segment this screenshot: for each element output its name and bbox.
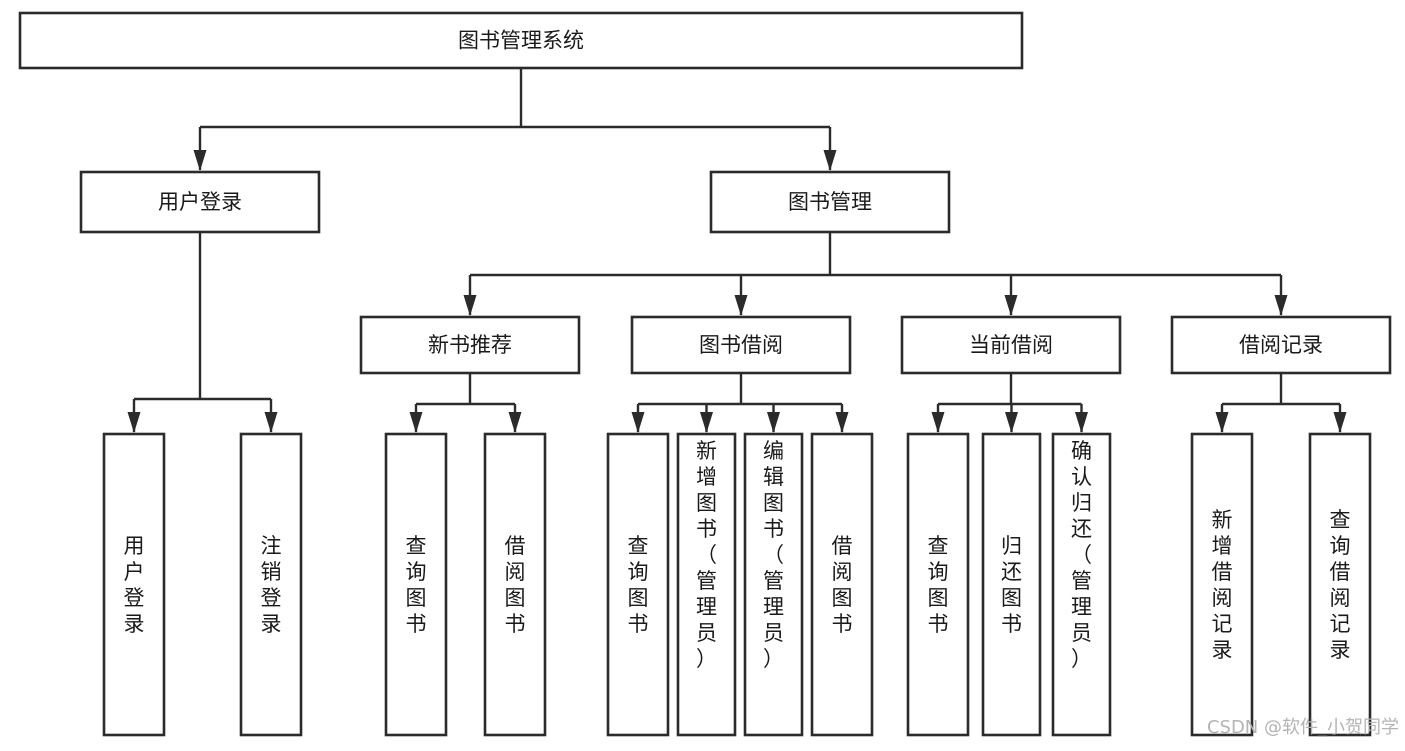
node-leaf-borrow-book-box[interactable] (810, 432, 874, 737)
node-book-borrow-box[interactable] (630, 315, 852, 375)
edge-user-login-arrow-1 (264, 412, 278, 433)
csdn-watermark: CSDN @软件_小贺同学 (1207, 717, 1399, 738)
node-root-label: 图书管理系统 (458, 29, 584, 53)
edge-root-arrow-0 (193, 150, 207, 171)
node-leaf-add-record-box[interactable] (1190, 432, 1254, 737)
node-user-login-box[interactable] (79, 170, 321, 234)
node-leaf-return-book[interactable]: 归还图书 (981, 432, 1042, 737)
node-user-login-label: 用户登录 (158, 190, 242, 214)
node-leaf-confirm-return-box[interactable] (1051, 432, 1112, 737)
edge-book-borrow-arrow-2 (767, 412, 780, 433)
node-new-book-rec[interactable]: 新书推荐 (359, 315, 581, 375)
node-leaf-add-book-box[interactable] (676, 432, 737, 737)
node-leaf-query-book-borrow-label: 查询图书 (628, 534, 649, 636)
node-leaf-add-book-label: 新增图书（管理员） (696, 439, 717, 671)
node-book-manage-label: 图书管理 (788, 190, 872, 214)
node-leaf-return-book-label: 归还图书 (1001, 534, 1022, 636)
node-leaf-query-book-rec[interactable]: 查询图书 (384, 432, 448, 737)
edge-book-manage-arrow-0 (463, 295, 477, 316)
edge-book-manage-arrow-2 (1004, 295, 1018, 316)
edge-user-login-arrow-0 (127, 412, 141, 433)
edge-borrow-record-arrow-0 (1215, 412, 1229, 433)
node-leaf-query-record-label: 查询借阅记录 (1330, 508, 1351, 662)
node-leaf-confirm-return-label: 确认归还（管理员） (1071, 439, 1092, 671)
node-root-box[interactable] (18, 11, 1024, 70)
node-leaf-edit-book-box[interactable] (743, 432, 804, 737)
node-leaf-query-record-box[interactable] (1308, 432, 1372, 737)
node-borrow-record[interactable]: 借阅记录 (1170, 315, 1392, 375)
node-leaf-add-book[interactable]: 新增图书（管理员） (676, 432, 737, 737)
edge-book-borrow-arrow-0 (631, 412, 645, 433)
node-book-borrow[interactable]: 图书借阅 (630, 315, 852, 375)
edge-root-arrow-1 (823, 150, 837, 171)
edge-borrow-record-arrow-1 (1333, 412, 1347, 433)
node-leaf-edit-book-label: 编辑图书（管理员） (763, 439, 784, 671)
node-leaf-edit-book[interactable]: 编辑图书（管理员） (743, 432, 804, 737)
node-leaf-query-book-borrow[interactable]: 查询图书 (606, 432, 670, 737)
edge-book-manage-arrow-1 (734, 295, 748, 316)
edge-current-borrow-arrow-1 (1005, 412, 1018, 433)
node-leaf-user-login[interactable]: 用户登录 (102, 432, 166, 737)
node-leaf-query-book-cur-label: 查询图书 (928, 534, 949, 636)
node-leaf-logout[interactable]: 注销登录 (239, 432, 303, 737)
edge-book-manage-arrow-3 (1274, 295, 1288, 316)
node-leaf-query-book-rec-box[interactable] (384, 432, 448, 737)
node-leaf-add-record[interactable]: 新增借阅记录 (1190, 432, 1254, 737)
node-leaf-logout-label: 注销登录 (261, 534, 282, 636)
node-borrow-record-label: 借阅记录 (1239, 333, 1323, 357)
node-current-borrow-box[interactable] (900, 315, 1122, 375)
node-leaf-query-book-cur[interactable]: 查询图书 (906, 432, 970, 737)
node-user-login[interactable]: 用户登录 (79, 170, 321, 234)
node-borrow-record-box[interactable] (1170, 315, 1392, 375)
node-leaf-add-record-label: 新增借阅记录 (1212, 508, 1233, 662)
node-root[interactable]: 图书管理系统 (18, 11, 1024, 70)
node-current-borrow[interactable]: 当前借阅 (900, 315, 1122, 375)
edge-current-borrow-arrow-0 (931, 412, 945, 433)
node-book-manage[interactable]: 图书管理 (709, 170, 951, 234)
edge-book-borrow-arrow-1 (700, 412, 713, 433)
edge-book-borrow-arrow-3 (835, 412, 849, 433)
node-leaf-borrow-book-label: 借阅图书 (832, 534, 853, 636)
node-leaf-user-login-label: 用户登录 (124, 534, 145, 636)
node-leaf-logout-box[interactable] (239, 432, 303, 737)
node-new-book-rec-box[interactable] (359, 315, 581, 375)
node-leaf-borrow-book-rec-label: 借阅图书 (505, 534, 526, 636)
node-leaf-query-book-cur-box[interactable] (906, 432, 970, 737)
node-leaf-borrow-book-rec[interactable]: 借阅图书 (483, 432, 547, 737)
edge-new-book-rec-arrow-1 (508, 412, 522, 433)
node-leaf-user-login-box[interactable] (102, 432, 166, 737)
edge-new-book-rec-arrow-0 (409, 412, 423, 433)
nodes-layer: 图书管理系统用户登录图书管理新书推荐图书借阅当前借阅借阅记录用户登录注销登录查询… (18, 11, 1392, 737)
node-leaf-borrow-book[interactable]: 借阅图书 (810, 432, 874, 737)
node-leaf-query-book-borrow-box[interactable] (606, 432, 670, 737)
node-leaf-borrow-book-rec-box[interactable] (483, 432, 547, 737)
node-leaf-query-record[interactable]: 查询借阅记录 (1308, 432, 1372, 737)
node-leaf-return-book-box[interactable] (981, 432, 1042, 737)
node-new-book-rec-label: 新书推荐 (428, 333, 512, 357)
node-book-manage-box[interactable] (709, 170, 951, 234)
node-current-borrow-label: 当前借阅 (969, 333, 1053, 357)
connector-edges-layer (127, 68, 1347, 433)
edge-current-borrow-arrow-2 (1075, 412, 1088, 433)
node-leaf-confirm-return[interactable]: 确认归还（管理员） (1051, 432, 1112, 737)
node-leaf-query-book-rec-label: 查询图书 (406, 534, 427, 636)
node-book-borrow-label: 图书借阅 (699, 333, 783, 357)
